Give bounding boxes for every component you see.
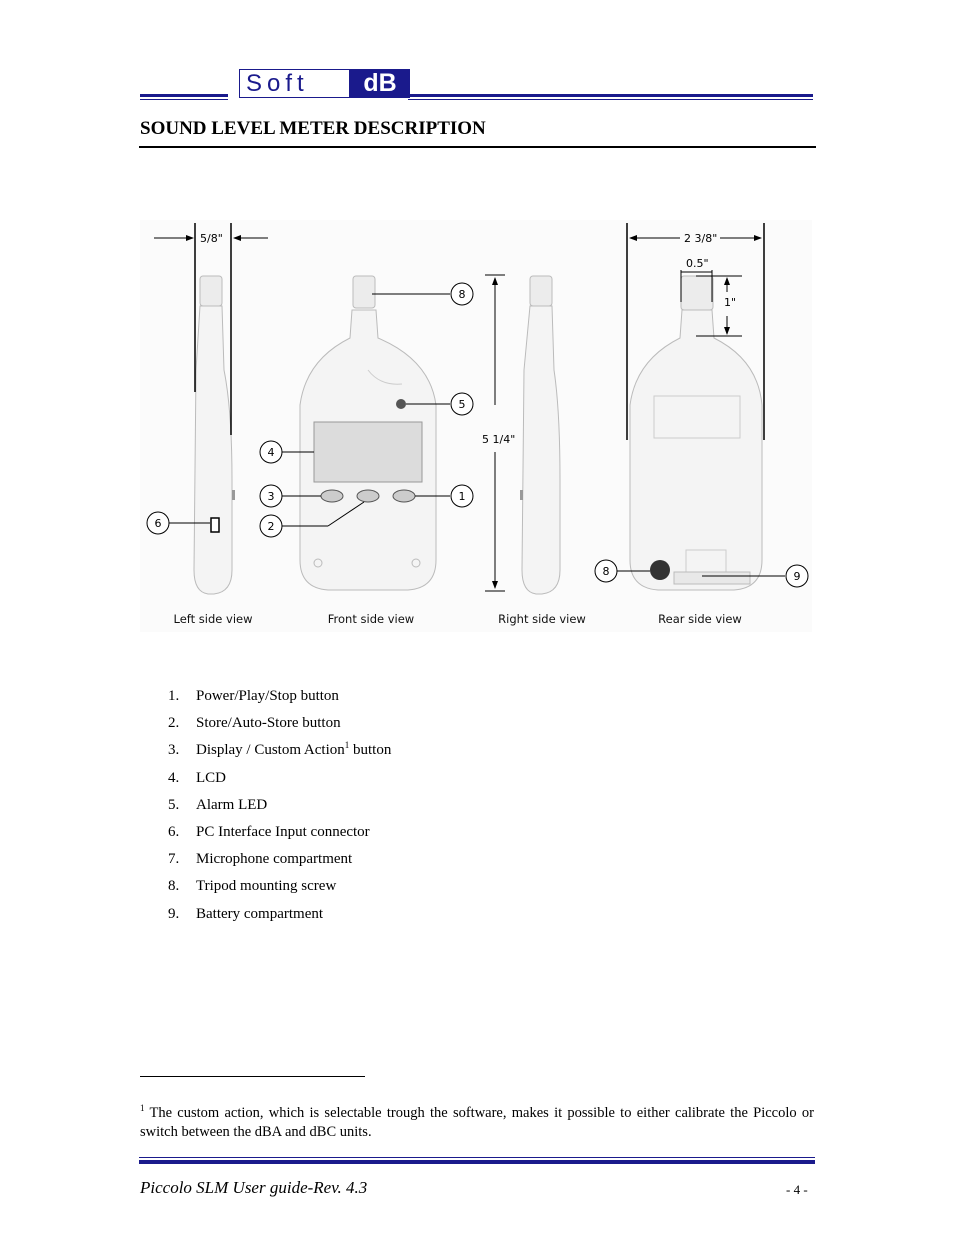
list-item-number: 6.	[168, 823, 180, 840]
page-number: - 4 -	[786, 1182, 808, 1197]
dim-height: 5 1/4"	[482, 433, 515, 446]
footer-rule-thin	[139, 1157, 815, 1158]
callout-6: 6	[155, 517, 162, 530]
list-item-number: 5.	[168, 796, 180, 813]
footnote-text: The custom action, which is selectable t…	[140, 1105, 814, 1140]
left-side-view	[193, 275, 235, 595]
list-item: 2. Store/Auto-Store button	[168, 715, 391, 742]
device-diagram: 5/8" 5 1/4" 2 3/8" 0.5"	[140, 220, 812, 632]
dim-mic-diameter: 0.5"	[686, 257, 709, 270]
list-item: 7. Microphone compartment	[168, 851, 391, 878]
footer-document-title: Piccolo SLM User guide-Rev. 4.3	[140, 1178, 368, 1197]
callout-9: 9	[794, 570, 801, 583]
footer-rule-thick	[139, 1160, 815, 1164]
list-item-text: Battery compartment	[196, 905, 324, 922]
callout-4: 4	[268, 446, 275, 459]
right-side-view	[520, 275, 561, 595]
list-item: 8. Tripod mounting screw	[168, 878, 391, 905]
list-item: 1. Power/Play/Stop button	[168, 688, 391, 715]
list-item: 6. PC Interface Input connector	[168, 824, 391, 851]
logo-soft-text: Soft	[239, 69, 350, 98]
callout-2: 2	[268, 520, 275, 533]
list-item: 9. Battery compartment	[168, 906, 391, 933]
footnote-ref: 1	[344, 740, 350, 751]
list-item-number: 8.	[168, 878, 180, 895]
list-item-text: PC Interface Input connector	[196, 823, 370, 840]
list-item-text: Store/Auto-Store button	[196, 715, 341, 732]
title-underline	[139, 146, 816, 148]
callout-3: 3	[268, 490, 275, 503]
list-item-text: Display / Custom Action1 button	[196, 740, 392, 769]
logo-db-text: dB	[350, 69, 410, 98]
list-item-number: 2.	[168, 715, 180, 732]
list-item-text-tail: button	[349, 742, 392, 759]
label-left-side-view: Left side view	[174, 612, 253, 626]
list-item: 3. Display / Custom Action1 button	[168, 740, 392, 769]
list-item-number: 9.	[168, 905, 180, 922]
header-rule-left	[140, 94, 228, 97]
rear-side-view	[629, 275, 763, 591]
label-right-side-view: Right side view	[498, 612, 586, 626]
list-item-text: LCD	[196, 769, 226, 786]
list-item-text: Microphone compartment	[196, 851, 353, 868]
dim-mic-length: 1"	[724, 296, 736, 309]
list-item-number: 1.	[168, 688, 180, 704]
callout-1: 1	[459, 490, 466, 503]
front-side-view	[299, 275, 437, 591]
label-front-side-view: Front side view	[328, 612, 414, 626]
parts-list: 1. Power/Play/Stop button 2. Store/Auto-St…	[168, 688, 391, 933]
softdb-logo: Soft dB	[239, 69, 410, 98]
callout-8-rear: 8	[603, 565, 610, 578]
footnote-mark: 1	[140, 1103, 145, 1114]
list-item-text: Alarm LED	[196, 796, 268, 813]
callout-8-front: 8	[459, 288, 466, 301]
list-item-number: 4.	[168, 769, 180, 786]
callout-5: 5	[459, 398, 466, 411]
header-rule-right-thin	[408, 99, 813, 100]
dim-thickness: 5/8"	[200, 232, 223, 245]
list-item: 4. LCD	[168, 770, 391, 797]
section-title: SOUND LEVEL METER DESCRIPTION	[140, 118, 486, 139]
footnote-separator	[140, 1076, 365, 1077]
list-item-text-main: Display / Custom Action	[196, 742, 345, 759]
dim-width: 2 3/8"	[684, 232, 717, 245]
footnote: 1 The custom action, which is selectable…	[140, 1104, 814, 1142]
list-item-text: Tripod mounting screw	[196, 878, 337, 895]
label-rear-side-view: Rear side view	[658, 612, 742, 626]
list-item-number: 3.	[168, 742, 180, 759]
list-item-number: 7.	[168, 851, 180, 868]
list-item-text: Power/Play/Stop button	[196, 688, 339, 704]
list-item: 5. Alarm LED	[168, 797, 391, 824]
header-rule-left-thin	[140, 99, 228, 100]
header-rule-right	[408, 94, 813, 97]
